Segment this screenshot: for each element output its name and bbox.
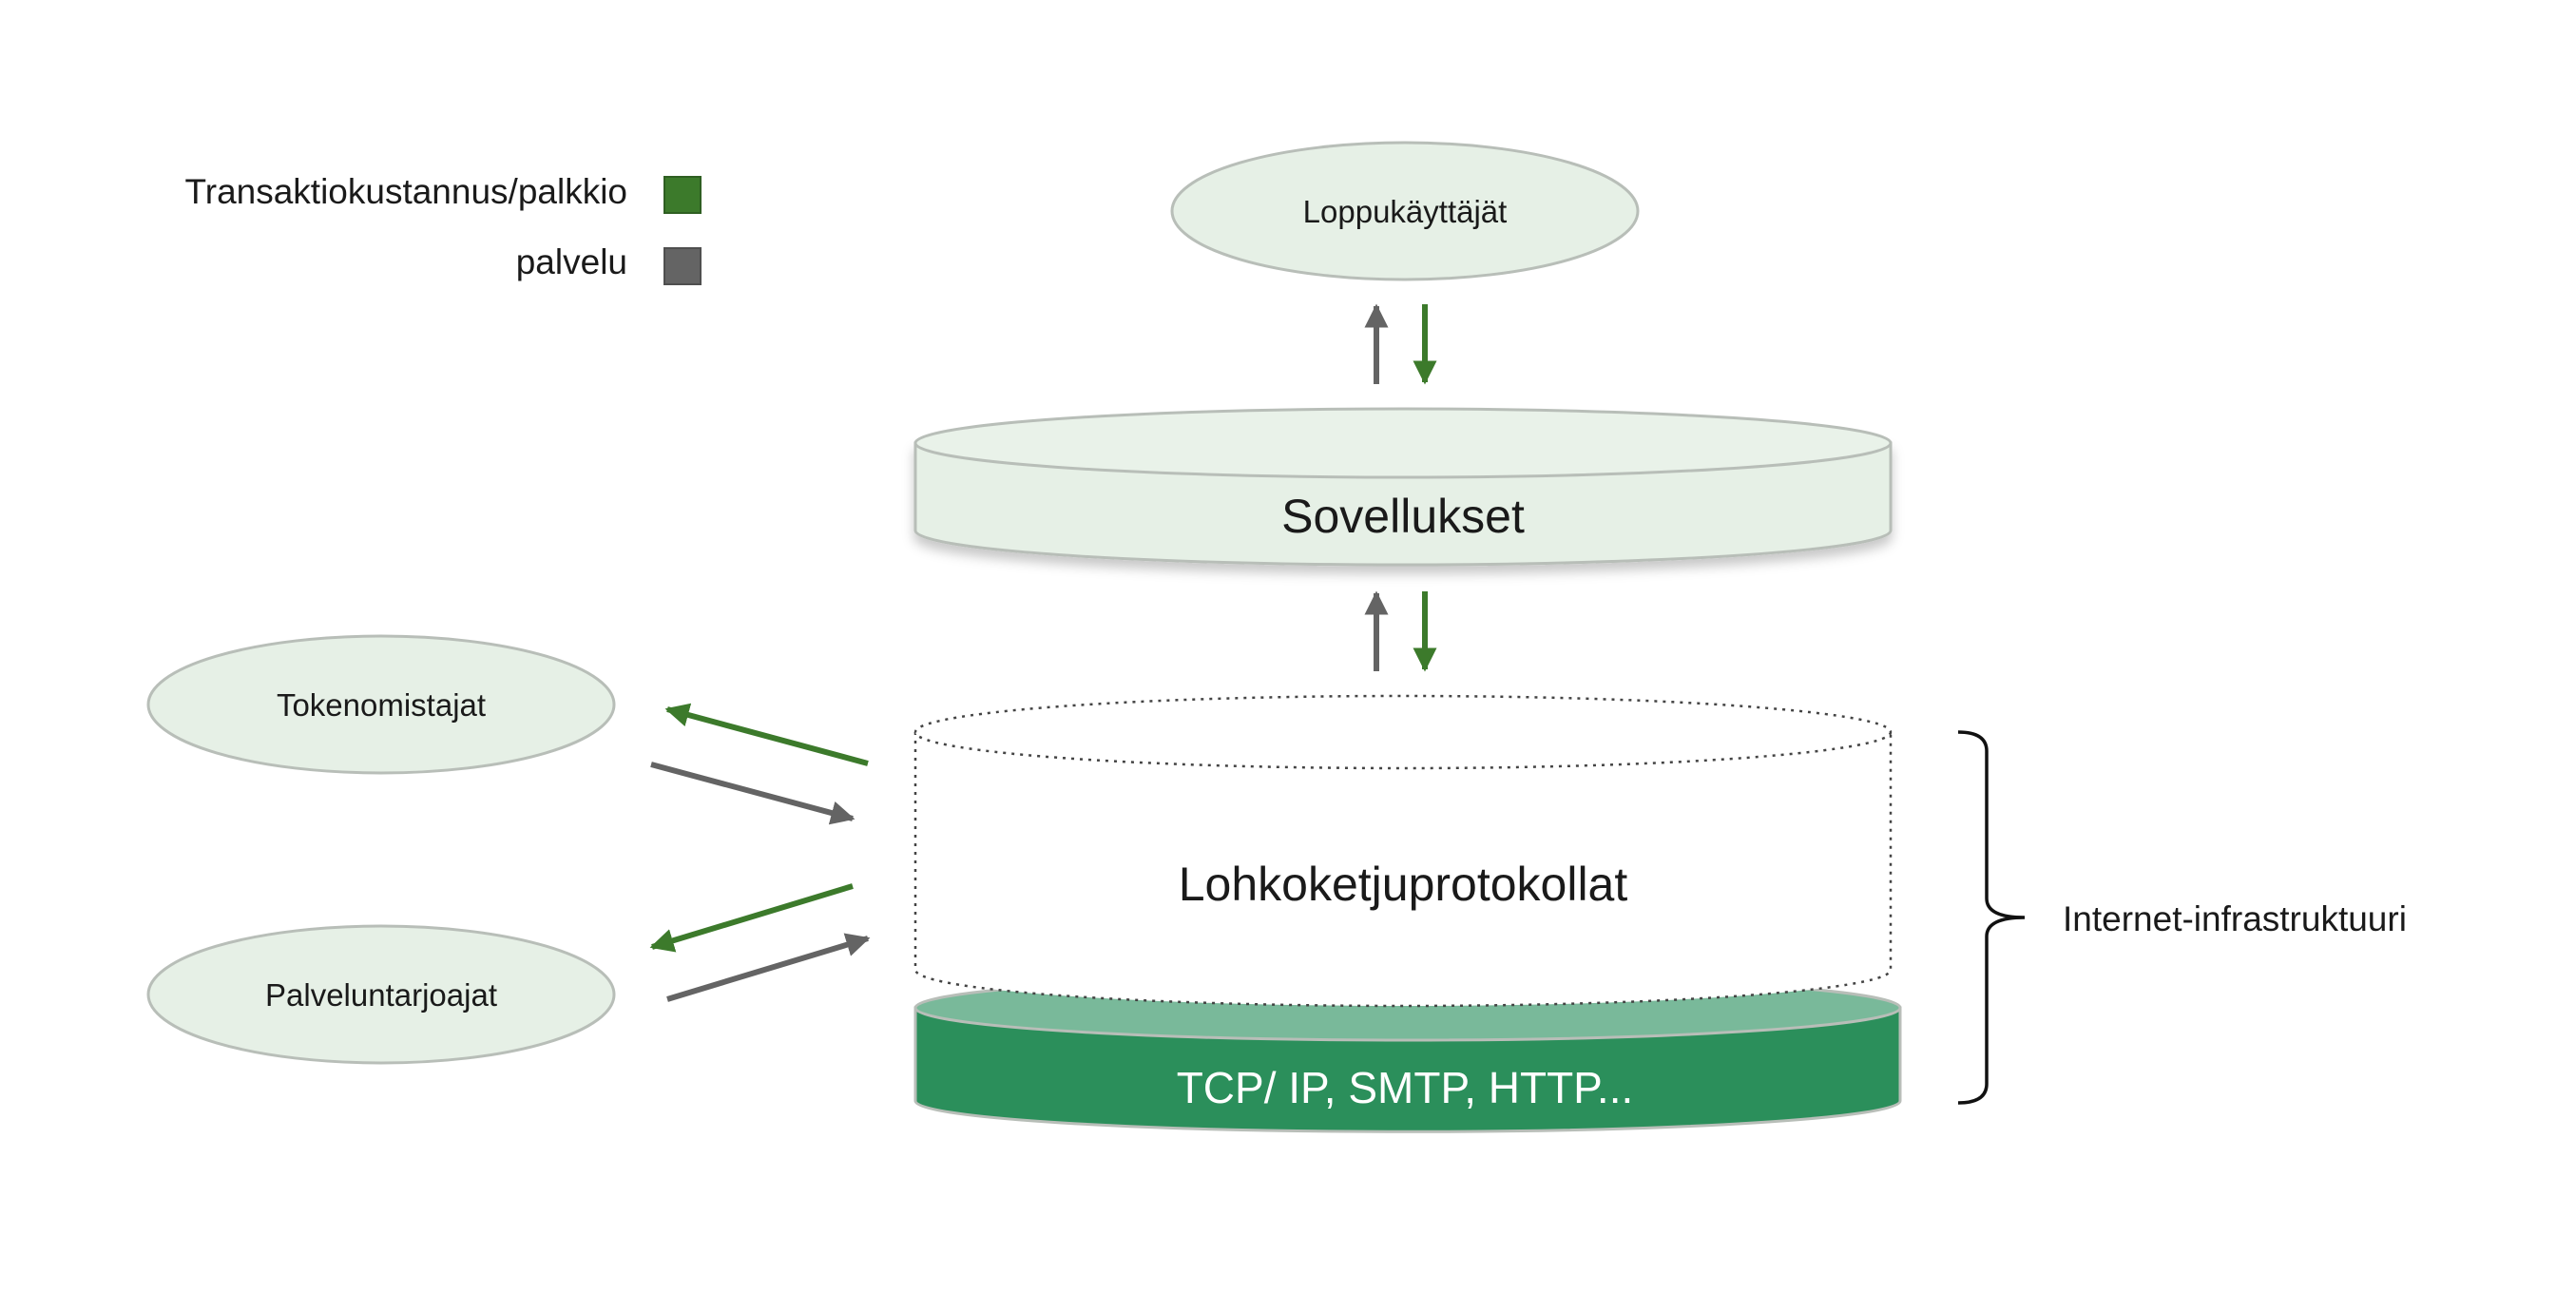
protocols-layer: Lohkoketjuprotokollat bbox=[913, 694, 1893, 1008]
legend-transaction-swatch bbox=[663, 176, 702, 214]
payment-arrow-to-token-holders bbox=[664, 703, 869, 766]
token-holders-node: Tokenomistajat bbox=[146, 634, 616, 775]
end-users-arrows bbox=[1364, 303, 1437, 385]
applications-layer: Sovellukset bbox=[913, 407, 1893, 567]
service-providers-node: Palveluntarjoajat bbox=[146, 924, 616, 1065]
protocols-label: Lohkoketjuprotokollat bbox=[1179, 858, 1628, 911]
legend: Transaktiokustannus/palkkio palvelu bbox=[185, 172, 702, 285]
internet-infrastructure-brace: Internet-infrastruktuuri bbox=[1957, 730, 2407, 1105]
applications-disc-top bbox=[913, 407, 1893, 479]
service-providers-label: Palveluntarjoajat bbox=[265, 977, 497, 1013]
protocols-cylinder-top bbox=[913, 694, 1893, 770]
legend-transaction-label: Transaktiokustannus/palkkio bbox=[185, 172, 627, 211]
service-providers-ellipse bbox=[146, 924, 616, 1065]
payment-arrow-to-service-providers bbox=[649, 883, 854, 953]
applications-arrows bbox=[1364, 590, 1437, 672]
internet-infrastructure-label: Internet-infrastruktuuri bbox=[2063, 899, 2407, 938]
end-users-label: Loppukäyttäjät bbox=[1303, 194, 1508, 229]
service-arrow-from-service-providers bbox=[666, 933, 871, 1002]
end-users-node: Loppukäyttäjät bbox=[1170, 141, 1640, 281]
legend-service-swatch bbox=[663, 247, 702, 285]
internet-protocols-label: TCP/ IP, SMTP, HTTP... bbox=[1177, 1063, 1634, 1112]
service-providers-arrows bbox=[649, 883, 871, 1002]
protocols-cylinder-body bbox=[913, 730, 1893, 1008]
internet-layer-body bbox=[913, 1006, 1902, 1133]
service-arrow-from-token-holders bbox=[650, 762, 855, 825]
end-users-ellipse bbox=[1170, 141, 1640, 281]
token-holders-label: Tokenomistajat bbox=[277, 687, 486, 723]
token-holders-ellipse bbox=[146, 634, 616, 775]
token-holders-arrows bbox=[650, 703, 869, 825]
legend-service-label: palvelu bbox=[516, 242, 627, 281]
curly-brace bbox=[1957, 730, 2026, 1105]
applications-label: Sovellukset bbox=[1281, 490, 1525, 543]
